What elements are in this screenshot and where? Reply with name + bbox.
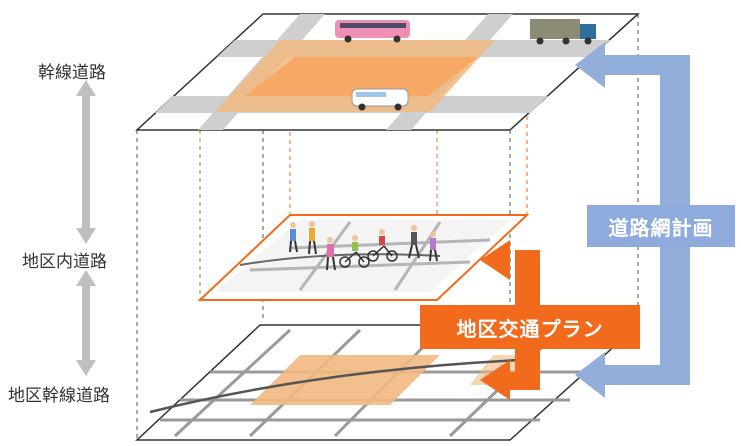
road-network-plan-box: 道路網計画: [587, 205, 735, 247]
label-local-road: 地区内道路: [22, 252, 107, 272]
truck-icon: [530, 19, 596, 45]
district-traffic-plan-box: 地区交通プラン: [420, 305, 640, 349]
label-district-arterial-road: 地区幹線道路: [8, 386, 110, 406]
level-arrows: [76, 80, 96, 376]
bus-icon: [335, 20, 410, 43]
van-icon: [351, 88, 409, 111]
label-arterial-road: 幹線道路: [38, 63, 106, 83]
arterial-road-layer: [135, 13, 640, 131]
pedestrians-cyclists-icon: [289, 221, 438, 271]
local-road-layer: [197, 214, 530, 301]
district-zone: [250, 355, 440, 405]
road-network-arrow: [575, 42, 690, 398]
